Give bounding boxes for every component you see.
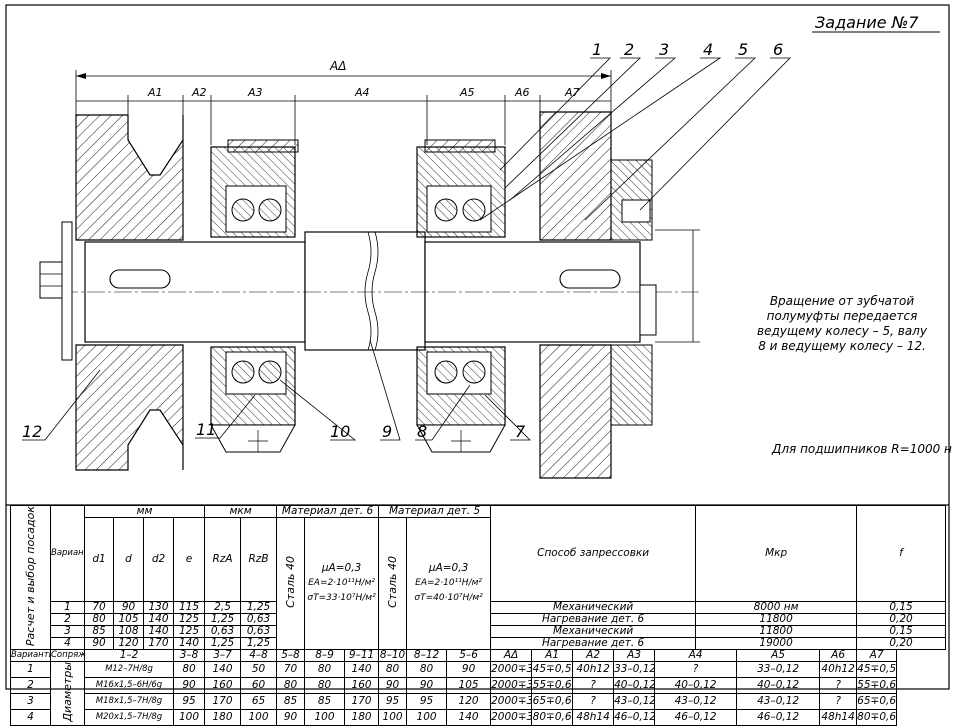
steel5-cell: Сталь 40 [378, 516, 408, 651]
chain-dimensions [76, 95, 611, 145]
mkm-head: мкм [204, 505, 278, 518]
col-d: d [113, 516, 144, 603]
mat5-head: Материал дет. 5 [378, 505, 492, 518]
leader-lines [22, 57, 791, 441]
col-d1: d1 [84, 516, 114, 603]
ea5: EA=2·10¹¹H/м² [415, 578, 482, 589]
st5: σT=40·10⁷H/м² [414, 593, 483, 604]
diam-label-cell: Диаметры [50, 661, 85, 726]
mm-head: мм [83, 505, 206, 518]
part-number-5: 5 [738, 40, 748, 59]
dim-a7: A7 [564, 86, 580, 99]
col-e: e [172, 516, 206, 603]
task-title: Задание №7 [815, 13, 919, 32]
dim-a2: A2 [191, 86, 207, 99]
part-number-2: 2 [624, 40, 634, 59]
mat6-head: Материал дет. 6 [276, 505, 380, 518]
press-head: Способ запрессовки [490, 504, 697, 603]
mat5-props: μA=0,3 EA=2·10¹¹H/м² σT=40·10⁷H/м² [406, 516, 492, 651]
dim-a3: A3 [247, 86, 263, 99]
bearing-load-note: Для подшипников R=1000 н [772, 442, 952, 456]
shaft [60, 231, 700, 351]
bottom-row: 2 M16x1,5–6H/6g 90 160 60 80 80 160 90 9… [10, 677, 946, 694]
dim-a1: A1 [147, 86, 163, 99]
col-rzb: RzB [240, 516, 278, 603]
col-rza: RzA [204, 516, 242, 603]
dim-a5: A5 [459, 86, 475, 99]
part-number-1: 1 [592, 40, 602, 59]
part-number-11: 11 [196, 420, 216, 439]
bottom-row: 4 M20x1,5–7H/8g 100 180 100 90 100 180 1… [10, 708, 946, 726]
part-number-6: 6 [773, 40, 783, 59]
steel6-cell: Сталь 40 [276, 516, 306, 651]
part-number-10: 10 [330, 422, 350, 441]
part-number-4: 4 [703, 40, 713, 59]
mat6-props: μA=0,3 EA=2·10¹¹H/м² σT=33·10⁷H/м² [304, 516, 380, 651]
dim-label-overall: AΔ [329, 59, 346, 73]
variants-head: Варианты [50, 504, 85, 603]
left-bearing-assembly [210, 139, 299, 453]
bottom-header-row: Варианты Сопряжения 1–2 3–8 3–7 4–8 5–8 … [10, 649, 946, 663]
st6: σT=33·10⁷H/м² [307, 593, 376, 604]
top-row: 4 90 120 170 140 1,25 1,25 Нагревание де… [11, 637, 946, 651]
right-bearing-assembly [416, 139, 506, 453]
ea6: EA=2·10¹¹H/м² [308, 578, 375, 589]
col-d2: d2 [143, 516, 174, 603]
part-number-8: 8 [417, 422, 427, 441]
f-head: f [856, 504, 946, 603]
end-nut [39, 221, 73, 361]
mu6: μA=0,3 [321, 562, 362, 575]
top-row: 2 80 105 140 125 1,25 0,63 Нагревание де… [11, 613, 946, 627]
diameter-marker [655, 229, 700, 343]
mu5: μA=0,3 [428, 562, 469, 575]
rotation-note: Вращение от зубчатой полумуфты передаетс… [757, 294, 927, 353]
bottom-row: 1 Диаметры M12–7H/8g 80 140 50 70 80 140… [10, 661, 946, 726]
part-number-9: 9 [382, 422, 392, 441]
calc-label-cell: Расчет и выбор посадок [10, 504, 51, 651]
part-number-12: 12 [22, 422, 42, 441]
dim-a6: A6 [514, 86, 530, 99]
assembly-drawing: Задание №7 AΔ A1 A2 A3 A4 A5 A6 A7 [5, 4, 950, 690]
part-number-3: 3 [659, 40, 669, 59]
dim-a4: A4 [354, 86, 370, 99]
bottom-row: 3 M18x1,5–7H/8g 95 170 65 85 85 170 95 9… [10, 692, 946, 710]
top-row: 1 70 90 130 115 2,5 1,25 Механический 80… [11, 601, 946, 615]
mkr-head: Mкр [695, 504, 858, 603]
part-number-7: 7 [515, 422, 526, 441]
overall-dimension: AΔ [75, 59, 612, 120]
left-pulley [75, 114, 184, 471]
